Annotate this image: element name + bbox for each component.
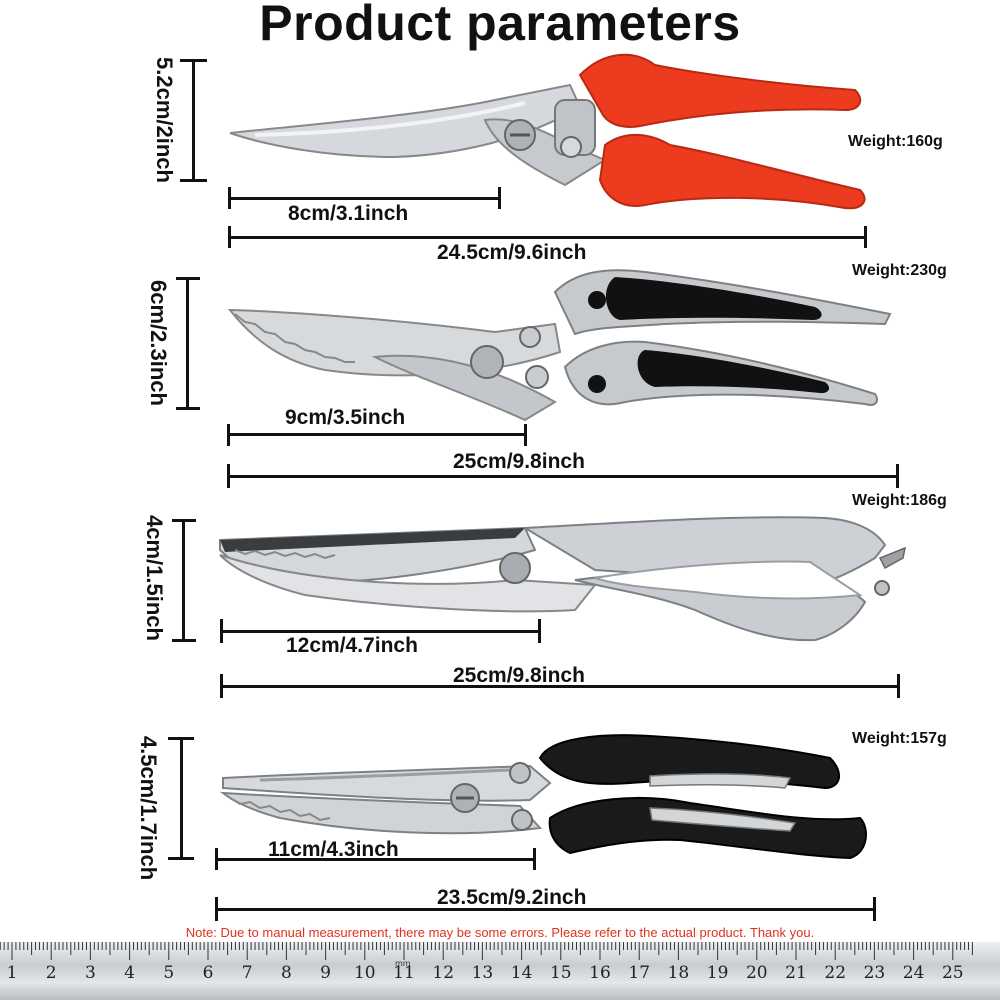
blade-dimension-cap [228,187,231,209]
page-title: Product parameters [259,0,741,51]
blade-dimension-cap [227,424,230,446]
lower-handle [598,133,866,210]
height-dimension-cap [180,179,207,182]
ruler-number: 24 [903,963,925,983]
height-dimension-line [182,520,185,640]
ruler-number: 23 [864,963,886,983]
weight-label: Weight:160g [848,133,943,150]
ruler-number: 13 [472,963,494,983]
blade-dimension-line [217,858,535,861]
length-dimension-cap [220,674,223,698]
length-dimension-cap [864,226,867,248]
blade-dimension-line [230,197,500,200]
ruler-number: 2 [46,963,57,983]
ruler-number: 3 [85,963,96,983]
ruler-number: 8 [281,963,292,983]
blade-dimension-line [222,630,540,633]
upper-handle [578,53,862,128]
blade-dimension-cap [215,848,218,870]
height-dimension-line [186,278,189,408]
length-dimension-cap [873,897,876,921]
length-dimension-cap [897,674,900,698]
height-dimension-cap [172,519,196,522]
height-dimension-cap [172,639,196,642]
blade-dimension-cap [220,619,223,643]
ruler-number: 15 [550,963,572,983]
blade-dimension-cap [538,619,541,643]
measurement-note: Note: Due to manual measurement, there m… [185,925,815,940]
height-label: 6cm/2.3inch [146,280,171,406]
height-dimension-cap [176,277,200,280]
total-length-label: 25cm/9.8inch [453,450,585,473]
length-dimension-cap [896,464,899,488]
ruler-number: 25 [942,963,964,983]
length-dimension-line [217,908,875,911]
ruler-number: 16 [589,963,611,983]
blade-dimension-cap [524,424,527,446]
length-dimension-line [222,685,899,688]
ruler-number: 7 [242,963,253,983]
total-length-label: 23.5cm/9.2inch [437,886,587,909]
blade-length-label: 9cm/3.5inch [285,406,406,429]
ruler-number: 12 [432,963,454,983]
weight-label: Weight:157g [852,730,947,747]
height-dimension-cap [180,59,207,62]
height-dimension-cap [168,857,194,860]
blade-dimension-cap [498,187,501,209]
poultry-shears-red-image [229,53,866,210]
ruler-number: 9 [320,963,331,983]
height-dimension-line [180,738,183,858]
kitchen-shears-long-image [219,516,907,642]
height-dimension-line [192,60,195,180]
length-dimension-cap [227,464,230,488]
blade-length-label: 11cm/4.3inch [268,838,399,861]
blade-dimension-cap [533,848,536,870]
ruler-number: 4 [124,963,135,983]
ruler-unit: mm [395,959,411,968]
length-dimension-cap [228,226,231,248]
ruler-number: 20 [746,963,768,983]
poultry-shears-steel-image [227,269,892,422]
total-length-label: 24.5cm/9.6inch [437,241,587,264]
ruler-number: 1 [7,963,18,983]
blade-dimension-line [229,433,526,436]
ruler-number: 14 [511,963,533,983]
height-label: 5.2cm/2inch [152,57,177,183]
ruler-number: 11 [393,963,415,983]
length-dimension-line [229,475,898,478]
height-dimension-cap [176,407,200,410]
ruler-number: 17 [628,963,650,983]
height-label: 4.5cm/1.7inch [136,735,161,881]
kitchen-shears-black-image [220,734,867,860]
ruler-number: 19 [707,963,729,983]
ruler-number: 21 [785,963,807,983]
weight-label: Weight:186g [852,492,947,509]
height-label: 4cm/1.5inch [142,515,167,641]
ruler-number: 10 [354,963,376,983]
ruler-number: 5 [163,963,174,983]
blade-length-label: 8cm/3.1inch [288,202,409,225]
height-dimension-cap [168,737,194,740]
blade-length-label: 12cm/4.7inch [286,634,418,657]
ruler-number: 22 [824,963,846,983]
length-dimension-cap [215,897,218,921]
weight-label: Weight:230g [852,262,947,279]
length-dimension-line [230,236,866,239]
ruler-number: 18 [668,963,690,983]
total-length-label: 25cm/9.8inch [453,664,585,687]
ruler-number: 6 [203,963,214,983]
